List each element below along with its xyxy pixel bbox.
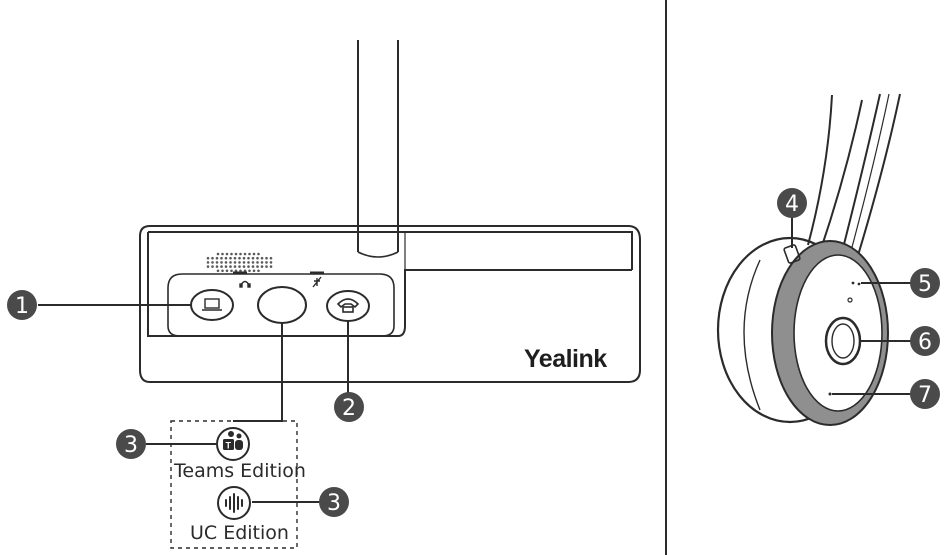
side-switch xyxy=(783,244,801,264)
callout-number: 1 xyxy=(15,294,29,319)
teams-edition-label: Teams Edition xyxy=(174,460,306,482)
callout-7: 7 xyxy=(910,379,940,409)
button-panel xyxy=(167,273,395,337)
mic-mute-icon xyxy=(310,271,324,288)
edition-box xyxy=(170,420,298,549)
callout-number: 2 xyxy=(342,396,356,421)
headset-call-button[interactable] xyxy=(824,316,862,366)
callout-number: 6 xyxy=(918,330,932,355)
callout-4: 4 xyxy=(777,188,807,218)
phone-handset-icon xyxy=(336,298,360,313)
callout-number: 3 xyxy=(124,433,138,458)
callout-number: 5 xyxy=(918,272,932,297)
center-round-button[interactable] xyxy=(257,286,307,324)
callout-3-teams: 3 xyxy=(116,429,146,459)
callout-6: 6 xyxy=(910,326,940,356)
teams-logo-icon: T xyxy=(216,427,250,461)
speaker-grille xyxy=(206,252,273,273)
callout-number: 7 xyxy=(918,383,932,408)
brand-logo: Yealink xyxy=(524,345,607,373)
waveform-icon xyxy=(217,486,251,520)
pc-button[interactable] xyxy=(190,289,234,321)
charging-base xyxy=(139,40,641,383)
callout-2: 2 xyxy=(334,392,364,422)
laptop-icon xyxy=(202,298,222,311)
headset xyxy=(716,93,901,426)
base-body xyxy=(139,225,641,383)
callout-number: 4 xyxy=(785,192,799,217)
call-button[interactable] xyxy=(326,290,370,322)
svg-text:T: T xyxy=(226,441,232,451)
headband xyxy=(807,94,833,246)
callout-1: 1 xyxy=(7,290,37,320)
leader-3-top xyxy=(233,323,283,422)
callout-number: 3 xyxy=(327,491,341,516)
callout-5: 5 xyxy=(910,268,940,298)
callout-3-uc: 3 xyxy=(319,487,349,517)
uc-edition-label: UC Edition xyxy=(190,522,289,544)
stand-pole xyxy=(357,40,399,252)
headset-icon xyxy=(233,271,251,288)
